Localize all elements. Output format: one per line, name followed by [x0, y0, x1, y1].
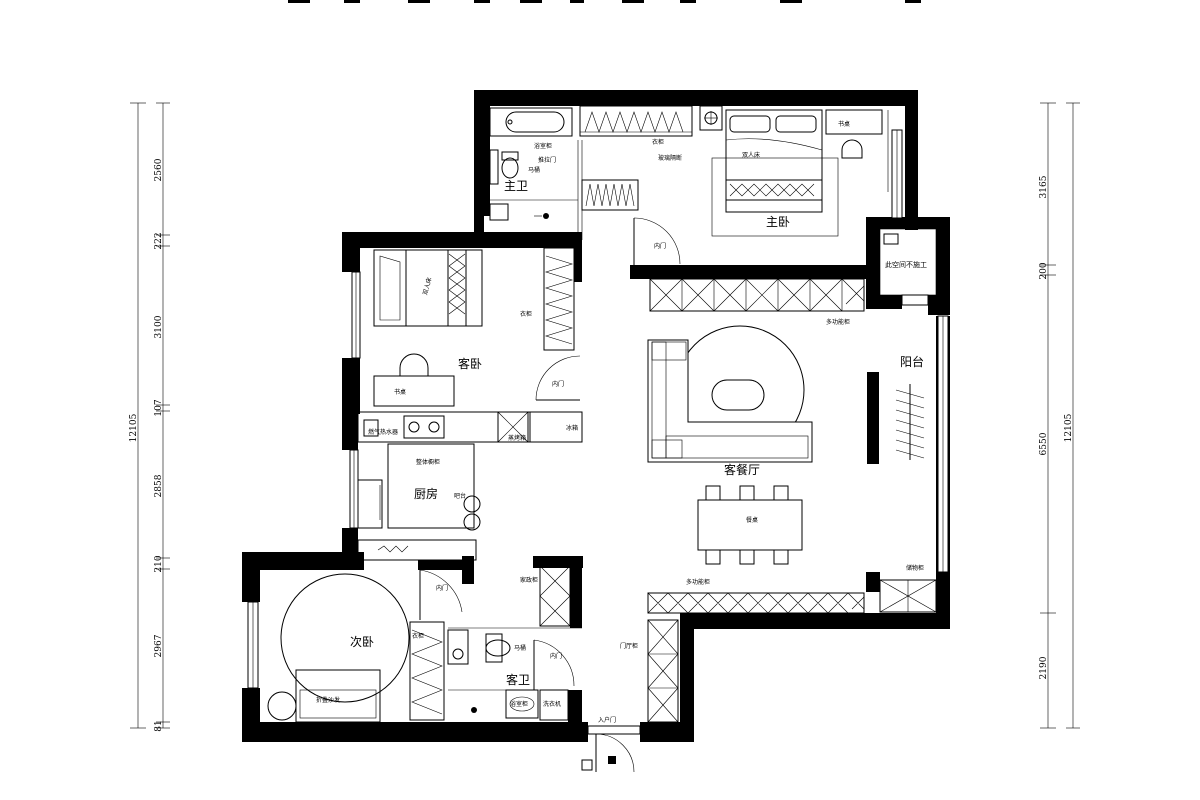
dim-left-outer: 12105 — [129, 413, 139, 442]
label-toilet-1: 马桶 — [528, 166, 540, 174]
kitchen — [357, 411, 583, 561]
windows — [247, 129, 949, 689]
guest-bath — [447, 565, 582, 721]
label-inner-door-2: 内门 — [552, 380, 564, 388]
dim-left-8: 81 — [154, 720, 164, 731]
label-toilet-2: 马桶 — [514, 644, 526, 652]
label-entry-door: 入户门 — [598, 716, 616, 724]
label-steam-oven: 蒸烤箱 — [508, 434, 526, 442]
room-guest-bath: 客卫 — [506, 672, 530, 687]
room-second-bedroom: 次卧 — [350, 635, 374, 649]
label-desk-1: 书桌 — [838, 120, 850, 128]
label-inner-door-4: 内门 — [550, 652, 562, 660]
dim-right-2: 200 — [1039, 262, 1049, 279]
top-dimension-fragment — [288, 0, 921, 3]
label-inner-door-1: 内门 — [654, 242, 666, 250]
dim-left-2: 222 — [154, 232, 164, 249]
label-no-construction: 此空间不施工 — [885, 260, 927, 269]
label-kitchen-cabinet: 整体橱柜 — [416, 458, 440, 466]
label-inner-door-3: 内门 — [436, 584, 448, 592]
dim-right-outer: 12105 — [1064, 413, 1074, 442]
walls — [242, 90, 950, 742]
room-balcony: 阳台 — [900, 354, 924, 369]
label-bath-cabinet-1: 浴室柜 — [534, 142, 552, 150]
label-bath-cabinet-2: 浴室柜 — [510, 700, 528, 708]
dim-right-1: 3165 — [1039, 175, 1049, 198]
room-living-dining: 客餐厅 — [724, 462, 760, 477]
dim-left-7: 2967 — [154, 634, 164, 657]
label-gas-heater: 燃气热水器 — [368, 428, 398, 436]
left-dimension-lines — [130, 102, 170, 729]
dim-left-1: 2560 — [154, 158, 164, 181]
dim-left-5: 2858 — [154, 474, 164, 497]
label-dining-table: 餐桌 — [746, 516, 758, 524]
dim-right-4: 2190 — [1039, 656, 1049, 679]
label-sliding-door: 推拉门 — [538, 156, 556, 164]
label-glass-partition: 玻璃隔断 — [658, 154, 682, 162]
dim-left-6: 210 — [154, 555, 164, 572]
label-bar: 吧台 — [454, 492, 466, 500]
room-master-bedroom: 主卧 — [766, 215, 790, 229]
label-wardrobe-2: 衣柜 — [520, 310, 532, 318]
dim-left-4: 107 — [154, 399, 164, 416]
label-storage-cabinet: 储物柜 — [906, 564, 924, 572]
label-desk-2: 书桌 — [394, 388, 406, 396]
label-wardrobe-3: 衣柜 — [412, 632, 424, 640]
master-bedroom — [489, 105, 889, 268]
living-dining — [581, 278, 937, 773]
label-washer: 洗衣机 — [543, 700, 561, 708]
label-fridge: 冰箱 — [566, 424, 578, 432]
dim-right-3: 6550 — [1039, 432, 1049, 455]
dim-left-3: 3100 — [154, 315, 164, 338]
label-double-bed-1: 双人床 — [742, 151, 760, 159]
label-double-bed-2: 双人床 — [421, 276, 433, 295]
guest-bedroom — [373, 247, 581, 407]
label-wardrobe-1: 衣柜 — [652, 138, 664, 146]
room-guest-bedroom: 客卧 — [458, 356, 482, 371]
no-construction-area — [879, 228, 937, 296]
label-utility-cabinet: 家政柜 — [520, 576, 538, 584]
room-master-bath: 主卫 — [504, 179, 528, 193]
room-kitchen: 厨房 — [414, 486, 438, 501]
label-entry-cabinet: 门厅柜 — [620, 642, 638, 650]
label-sofa-bed: 折叠沙发 — [316, 696, 340, 704]
right-dimension-lines — [1040, 102, 1080, 729]
second-bedroom — [267, 569, 463, 723]
label-multi-cabinet-1: 多功能柜 — [826, 318, 850, 326]
label-multi-cabinet-2: 多功能柜 — [686, 578, 710, 586]
